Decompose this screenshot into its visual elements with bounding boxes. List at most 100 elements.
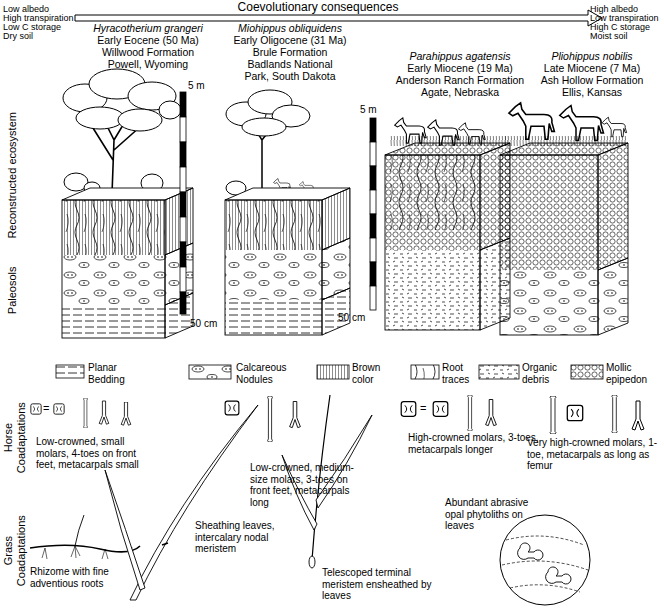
paleosol-block [225,200,322,250]
note: Low C storage [3,22,88,32]
grass-anatomy [30,395,590,605]
species-info: Agate, Nebraska [390,86,530,98]
row-label: Grass Coadaptations [2,511,27,589]
note: Dry soil [3,31,88,41]
species-info: Willwood Formation [78,46,218,58]
horse-anatomy [612,395,617,433]
legend-swatch [478,364,520,380]
row-label: Paleosols [6,240,19,340]
grass-anatomy [500,515,590,605]
legend-swatch [317,365,349,379]
scale-label: 50 cm [338,312,378,324]
grass-anatomy [130,405,258,600]
grass-anatomy [546,567,571,584]
horse-anatomy [83,398,87,428]
paleosol-block [62,200,165,255]
scale-bar [370,286,376,310]
legend-text: Calcareous Nodules [236,362,296,385]
forest-tree [63,69,181,194]
horse-anatomy [550,396,556,434]
scale-bar [180,192,186,217]
grass-anatomy [502,536,588,592]
scale-bar [180,117,186,142]
paleosol-block [165,293,193,338]
horse-anatomy [632,401,644,430]
trait-note: Rhizome with fine adventious roots [30,566,130,589]
grass-anatomy [518,543,543,560]
note: Moist soil [590,31,664,41]
paleosol-block [500,155,598,335]
scale-bar [370,142,376,166]
paleosol-block [385,136,510,330]
species-info: Early Miocene (19 Ma) [390,62,530,74]
legend-text: Root traces [442,362,482,385]
paleosol-block [225,300,322,335]
paleosol-block [225,200,322,250]
paleosol-block [62,188,193,338]
paleosol-block [385,250,480,330]
forest-tree [159,101,181,119]
legend-text: Planar Bedding [88,362,133,385]
row-label: Reconstructed ecosystem [6,95,19,255]
trait-note: Very high-crowned molars, 1-toe, metacar… [527,437,662,472]
horse-anatomy [54,404,64,414]
paleosol-block [598,143,628,270]
species-name: Miohippus obliquidens [220,22,360,34]
scale-label: 5 m [188,80,218,92]
scale-bar [370,118,376,310]
species-name: Hyracotherium grangeri [78,22,218,34]
legend-swatch [316,364,350,380]
paleosol-block [385,155,480,230]
scale-bar [180,142,186,167]
legend-text: Mollic epipedon [606,362,662,385]
species-info: Early Eocene (50 Ma) [78,34,218,46]
woodland-tree [226,90,310,195]
horse-anatomy [290,402,301,428]
horse-anatomy [225,401,239,415]
horse-anatomy [401,402,416,417]
horse-anatomy [567,405,582,420]
horse-anatomy [121,402,131,425]
paleosol-block [225,200,322,335]
grass-anatomy [42,546,132,559]
scale-bar [370,166,376,190]
horse-anatomy [433,402,448,417]
species-info: Powell, Wyoming [78,58,218,70]
species-name: Pliohippus nobilis [522,50,662,62]
paleosol-block [500,136,628,335]
scale-label: 50 cm [190,318,230,330]
scale-bar [180,92,186,117]
legend-swatch [188,364,232,380]
paleosol-block [385,155,480,250]
species-info: Early Oligocene (31 Ma) [220,34,360,46]
horse-anatomy [99,401,109,424]
legend-swatch [55,364,85,379]
species-info: Park, South Dakota [220,70,360,82]
legend-text: Brown color [352,362,397,385]
paleosol-block [322,288,350,335]
horse-figure [602,117,627,137]
grass-anatomy [30,545,140,552]
horse-anatomy [486,400,497,426]
legend-text: Organic debris [522,362,567,385]
paleosol-block [500,270,598,335]
species-info: Late Miocene (7 Ma) [522,62,662,74]
paleosol-block [598,258,628,335]
woodland-tree [242,118,286,136]
row-label: Horse Coadaptations [2,398,27,476]
scale-bar [370,262,376,286]
trait-note: Abundant abrasive opal phytoliths on lea… [445,497,545,532]
scale-bar [370,238,376,262]
arrow-label: Coevolutionary consequences [213,1,423,15]
paleosol-block [500,155,598,270]
note: Low transpiration [590,13,664,23]
grass-anatomy [105,470,145,590]
legend-swatch [56,365,84,378]
horse-anatomy [31,404,41,414]
species-name: Parahippus agatensis [390,50,530,62]
note: Low albedo [3,4,88,14]
legend-swatch [189,365,231,379]
species-info: Anderson Ranch Formation [390,74,530,86]
trait-note: Low-crowned, small molars, 4-toes on fro… [36,436,148,471]
